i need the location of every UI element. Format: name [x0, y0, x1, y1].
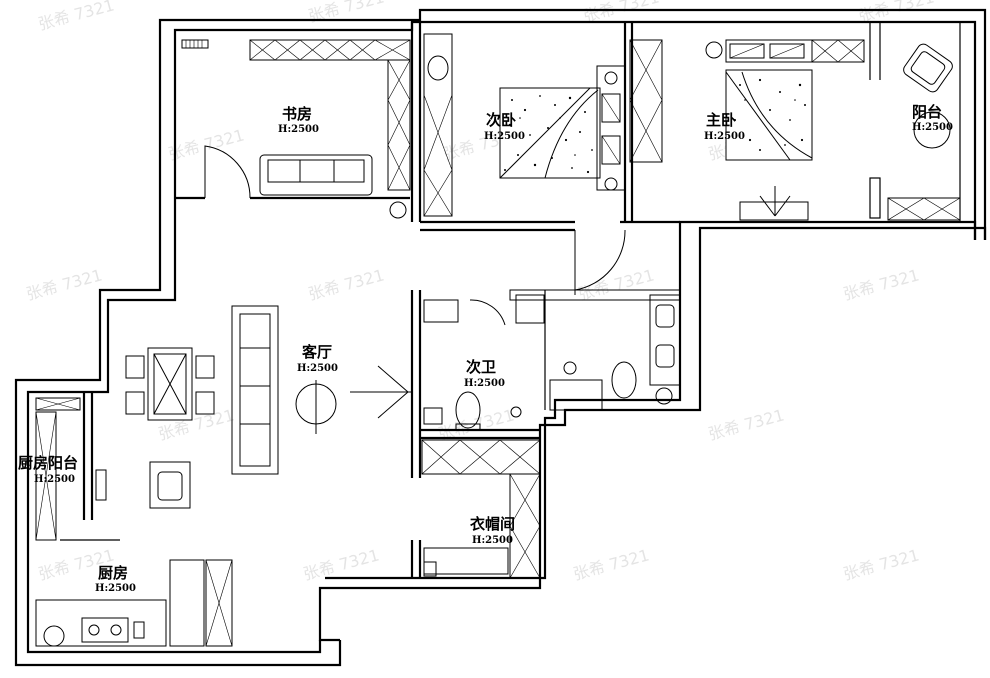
- doors: [204, 145, 626, 326]
- second-bedroom-height: H:2500: [484, 131, 525, 142]
- study-name: 书房: [282, 105, 312, 123]
- second-bathroom-height: H:2500: [464, 378, 505, 389]
- bathroom-fixtures: [423, 289, 681, 431]
- bed-pattern: [504, 95, 593, 174]
- watermark: 张希 7321: [24, 265, 104, 303]
- cloakroom-furniture: [421, 439, 541, 579]
- watermark: 张希 7321: [841, 265, 921, 303]
- living-room-name: 客厅: [301, 343, 332, 361]
- balcony-height: H:2500: [912, 122, 953, 133]
- kitchen-name: 厨房: [98, 564, 128, 582]
- watermark: 张希 7321: [306, 0, 386, 26]
- kitchen-balcony-furniture: [35, 397, 81, 541]
- kitchen-height: H:2500: [95, 583, 136, 594]
- outer-walls: [14, 8, 987, 667]
- balcony-furniture: [887, 43, 961, 221]
- kitchen-balcony-height: H:2500: [34, 474, 75, 485]
- watermark: 张希 7321: [306, 265, 386, 303]
- study-height: H:2500: [278, 124, 319, 135]
- kitchen-balcony-name: 厨房阳台: [18, 454, 78, 472]
- watermark: 张希 7321: [36, 0, 116, 34]
- bedroom-door: [574, 229, 626, 291]
- second-bathroom-name: 次卫: [466, 358, 496, 376]
- living-room-furniture: [95, 305, 412, 509]
- master-bedroom-height: H:2500: [704, 131, 745, 142]
- second-bedroom-furniture: [423, 33, 663, 217]
- master-bedroom-name: 主卧: [706, 111, 736, 129]
- bathroom-door: [469, 299, 506, 326]
- living-room-height: H:2500: [297, 363, 338, 374]
- watermark: 张希 7321: [571, 545, 651, 583]
- kitchen-furniture: [35, 559, 233, 653]
- master-bedroom-furniture: [705, 39, 865, 229]
- second-bedroom-name: 次卧: [486, 111, 516, 129]
- watermark: 张希 7321: [576, 265, 656, 303]
- balcony-name: 阳台: [912, 103, 942, 121]
- study-furniture: [181, 39, 411, 219]
- cloakroom-height: H:2500: [472, 535, 513, 546]
- cloakroom-name: 衣帽间: [470, 515, 515, 533]
- interior-walls: [60, 22, 961, 578]
- watermark: 张希 7321: [841, 545, 921, 583]
- watermark: 张希 7321: [706, 405, 786, 443]
- watermark: 张希 7321: [166, 125, 246, 163]
- study-door: [204, 145, 251, 199]
